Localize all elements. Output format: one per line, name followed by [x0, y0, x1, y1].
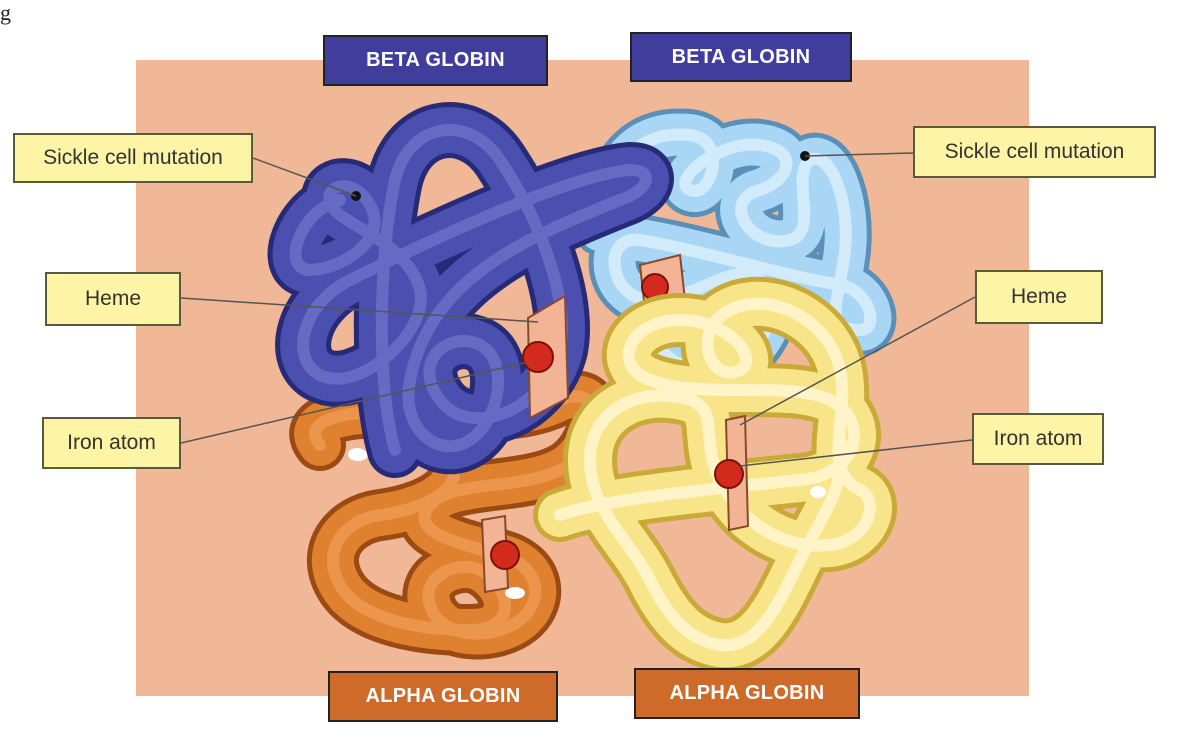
- label-heme-left: Heme: [45, 272, 181, 326]
- label-iron-atom-left: Iron atom: [42, 417, 181, 469]
- label-iron-atom-right: Iron atom: [972, 413, 1104, 465]
- beta-globin-banner-left: BETA GLOBIN: [323, 35, 548, 86]
- label-heme-right: Heme: [975, 270, 1103, 324]
- label-sickle-cell-mutation-right: Sickle cell mutation: [913, 126, 1156, 178]
- alpha-globin-banner-right: ALPHA GLOBIN: [634, 668, 860, 719]
- beta-globin-banner-right: BETA GLOBIN: [630, 32, 852, 82]
- caption-text: g: [0, 0, 11, 26]
- label-sickle-cell-mutation-left: Sickle cell mutation: [13, 133, 253, 183]
- alpha-globin-banner-left: ALPHA GLOBIN: [328, 671, 558, 722]
